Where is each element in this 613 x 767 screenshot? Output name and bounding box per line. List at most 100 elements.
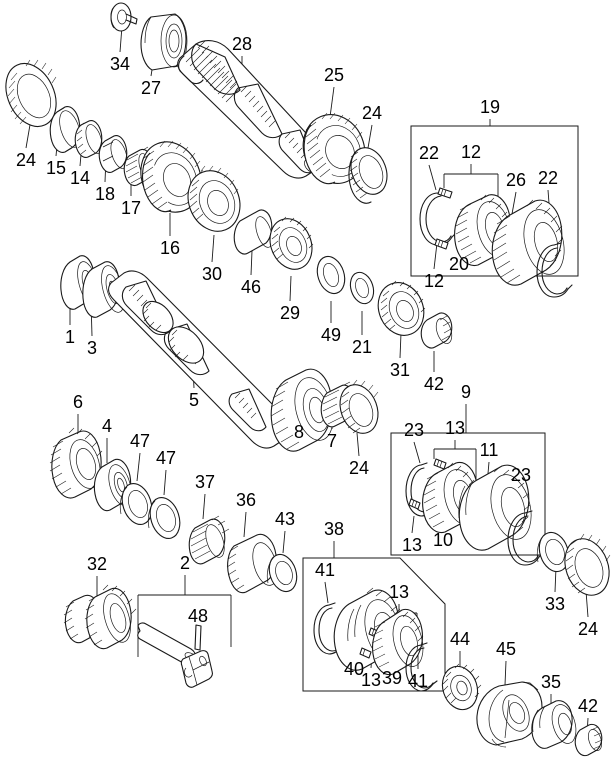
part-16-gear	[140, 140, 204, 213]
part-22b-snap-ring	[536, 242, 573, 298]
callout-12-a: 12	[460, 142, 482, 162]
part-46-spacer	[233, 209, 273, 255]
part-41b-snap-ring	[405, 642, 438, 692]
callout-42-b: 42	[577, 696, 599, 716]
callout-36: 36	[235, 490, 257, 510]
group-box-19	[410, 125, 579, 277]
callout-3: 3	[86, 338, 98, 358]
callout-11: 11	[479, 440, 499, 460]
callout-43: 43	[274, 509, 296, 529]
part-36-tapered-gear	[226, 533, 278, 594]
part-6-helical-gear	[49, 427, 103, 499]
part-13f-key	[359, 647, 372, 659]
part-15-ring	[49, 106, 81, 153]
part-21-washer	[349, 271, 375, 305]
callout-41-b: 41	[407, 671, 429, 691]
callout-15: 15	[45, 158, 67, 178]
brackets	[137, 164, 499, 657]
callout-45: 45	[495, 639, 517, 659]
part-12a-key	[437, 187, 453, 199]
callout-48: 48	[187, 606, 209, 626]
callout-27: 27	[140, 78, 162, 98]
callout-31: 31	[389, 360, 411, 380]
callout-32: 32	[86, 554, 108, 574]
part-47a-shim	[119, 483, 153, 525]
part-13c-key	[408, 498, 421, 510]
group-box-9	[390, 432, 546, 556]
callout-40: 40	[343, 659, 365, 679]
callout-41-a: 41	[314, 560, 336, 580]
callout-24-d: 24	[577, 619, 599, 639]
part-47b-shim	[147, 497, 181, 539]
callout-28: 28	[231, 34, 253, 54]
part-26-synchro-sleeve	[491, 199, 565, 286]
part-45-retainer-plate	[476, 681, 543, 748]
callout-35: 35	[540, 672, 562, 692]
callout-20: 20	[448, 254, 470, 274]
callout-17: 17	[120, 198, 142, 218]
callout-19: 19	[479, 97, 501, 117]
part-12c-key	[434, 238, 449, 250]
callout-13-b: 13	[401, 535, 423, 555]
part-39-synchro-hub	[371, 608, 424, 676]
part-37-spline-gear	[188, 515, 230, 565]
part-18-bushing	[98, 135, 128, 173]
callout-23-a: 23	[403, 420, 425, 440]
part-49-washer	[316, 255, 346, 295]
callout-49: 49	[320, 325, 342, 345]
callout-26: 26	[505, 170, 527, 190]
callout-37: 37	[194, 472, 216, 492]
callout-21: 21	[351, 337, 373, 357]
part-35-hub-flange	[531, 700, 577, 749]
callout-14: 14	[69, 168, 91, 188]
callout-12-b: 12	[423, 271, 445, 291]
callout-25: 25	[323, 65, 345, 85]
part-30-gear	[187, 165, 241, 232]
part-42a-nut	[420, 312, 453, 349]
part-5-output-shaft	[108, 270, 292, 449]
part-32-cluster-gear	[63, 584, 137, 650]
callout-44: 44	[449, 629, 471, 649]
part-24b-synchro-ring	[5, 59, 57, 127]
part-14-ring	[74, 120, 103, 158]
callout-38: 38	[323, 519, 345, 539]
part-2-block	[180, 650, 213, 688]
part-24a-synchro-ring	[348, 147, 388, 204]
callout-22-b: 22	[537, 168, 559, 188]
part-24d-synchro-ring	[564, 533, 611, 596]
part-33-ring	[536, 531, 570, 573]
part-24c-synchro-ring	[339, 379, 379, 434]
callout-1: 1	[64, 327, 76, 347]
part-27-bearing	[140, 13, 188, 71]
callout-6: 6	[72, 392, 84, 412]
part-44-small-gear	[441, 663, 482, 711]
callout-33: 33	[544, 594, 566, 614]
callout-18: 18	[94, 184, 116, 204]
callout-29: 29	[279, 303, 301, 323]
shaft-gear-a	[142, 300, 174, 334]
part-13a-key	[433, 458, 447, 470]
callout-47-b: 47	[155, 448, 177, 468]
part-43-washer	[266, 553, 298, 593]
callout-24-b: 24	[15, 150, 37, 170]
callout-16: 16	[159, 238, 181, 258]
callout-5: 5	[188, 390, 200, 410]
callout-13-c: 13	[388, 582, 410, 602]
part-48-pin	[194, 624, 202, 651]
callout-23-b: 23	[510, 465, 532, 485]
part-29-gear	[269, 216, 314, 270]
callout-4: 4	[101, 416, 113, 436]
part-34-thrust-washer	[110, 2, 138, 32]
callout-13-a: 13	[444, 418, 466, 438]
callout-39: 39	[381, 668, 403, 688]
part-31-gear	[377, 280, 426, 336]
part-8-output-gear	[270, 368, 334, 452]
callout-9: 9	[460, 382, 472, 402]
callout-22-a: 22	[418, 143, 440, 163]
callout-8: 8	[293, 422, 305, 442]
callout-47-a: 47	[129, 431, 151, 451]
part-2-shaft-assembly	[137, 622, 213, 688]
callout-34: 34	[109, 54, 131, 74]
group-box-38	[302, 557, 446, 692]
